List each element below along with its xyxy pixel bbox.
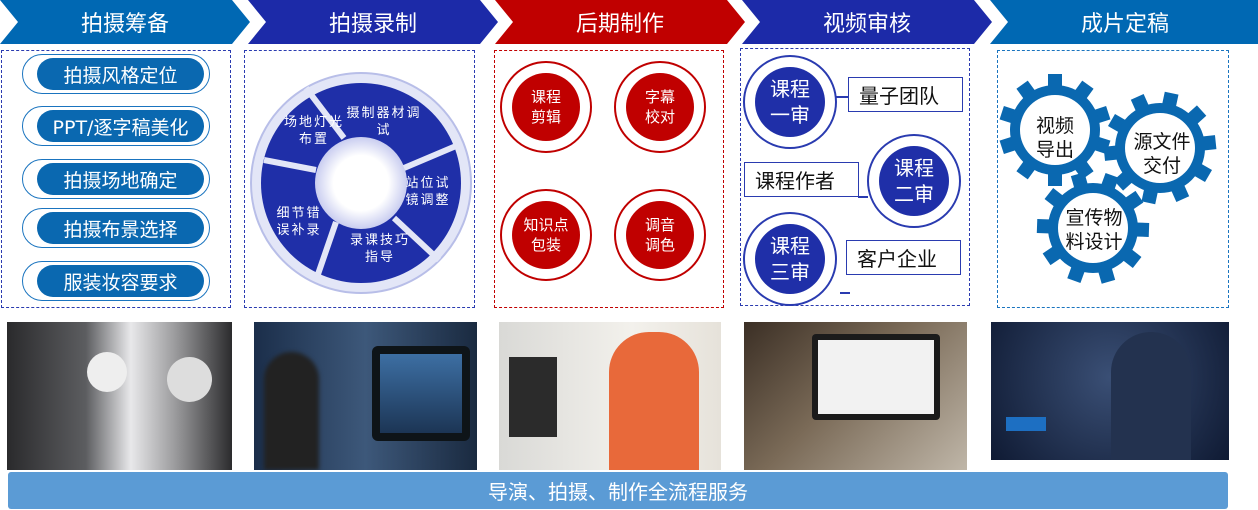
- softbox-light: [167, 357, 212, 402]
- chevron-final: [990, 0, 1258, 44]
- chevron-prep: [0, 0, 250, 44]
- stage-title: 拍摄筹备: [80, 12, 169, 37]
- connector: [835, 96, 849, 98]
- post-panel: [494, 50, 724, 308]
- chevron-recording: [248, 0, 498, 44]
- gear-icon: [1103, 91, 1217, 205]
- stage-title: 拍摄录制: [328, 12, 417, 37]
- review-stage: 课程一审: [743, 55, 837, 149]
- softbox-light: [87, 352, 127, 392]
- footer-banner: 导演、拍摄、制作全流程服务: [8, 472, 1228, 509]
- gear-label: 宣传物料设计: [1065, 207, 1123, 253]
- prep-item: PPT/逐字稿美化: [22, 106, 210, 146]
- prep-item: 拍摄场地确定: [22, 159, 210, 199]
- recording-panel: [244, 50, 475, 308]
- review-party: 课程作者: [744, 162, 859, 197]
- cycle-center: [315, 137, 407, 229]
- post-item: 字幕校对: [614, 61, 706, 153]
- laptop: [812, 334, 940, 420]
- photo-studio-setup: [7, 322, 232, 470]
- post-item: 调音调色: [614, 189, 706, 281]
- connector: [840, 292, 850, 294]
- monitor: [509, 357, 557, 437]
- gear-icon: [1036, 172, 1150, 284]
- recording-cycle: [250, 72, 472, 294]
- stage-title: 后期制作: [575, 12, 664, 37]
- prep-item: 拍摄风格定位: [22, 54, 210, 94]
- review-party: 客户企业: [846, 240, 961, 275]
- chevron-post: [495, 0, 745, 44]
- gears: [999, 74, 1217, 284]
- gear-icon: [999, 74, 1111, 186]
- review-party: 量子团队: [848, 77, 963, 112]
- stage-title: 成片定稿: [1080, 12, 1169, 37]
- cycle-step: 录课技巧指导: [349, 233, 410, 265]
- review-panel: [740, 48, 970, 306]
- prep-item: 服装妆容要求: [22, 261, 210, 301]
- connector: [858, 196, 868, 198]
- chevron-review: [742, 0, 992, 44]
- stage-chevrons: [0, 0, 1258, 44]
- cycle-step: 细节错误补录: [276, 206, 322, 238]
- gear-label: 视频导出: [1035, 115, 1074, 161]
- photo-laptop-review: [744, 322, 967, 470]
- review-stage: 课程二审: [867, 134, 961, 228]
- final-panel: [997, 50, 1229, 308]
- speaker: [264, 352, 319, 470]
- prep-panel: [1, 50, 231, 308]
- post-item: 课程剪辑: [500, 61, 592, 153]
- photo-recording-monitor: [254, 322, 477, 470]
- cycle-step: 摄制器材调试: [346, 106, 422, 138]
- post-item: 知识点包装: [500, 189, 592, 281]
- presenter: [1111, 332, 1191, 460]
- photo-editor-at-desk: [499, 322, 721, 470]
- gear-label: 源文件交付: [1133, 131, 1191, 177]
- camera-monitor: [372, 346, 470, 441]
- prep-item: 拍摄布景选择: [22, 208, 210, 248]
- lower-third: [1006, 417, 1046, 431]
- review-stage: 课程三审: [743, 212, 837, 306]
- photo-final-video: [991, 322, 1229, 460]
- cycle-step: 场地灯光布置: [283, 115, 344, 147]
- person: [609, 332, 699, 470]
- cycle-separators: [263, 86, 458, 281]
- stage-title: 视频审核: [822, 12, 911, 37]
- cycle-step: 站位试镜调整: [405, 176, 451, 208]
